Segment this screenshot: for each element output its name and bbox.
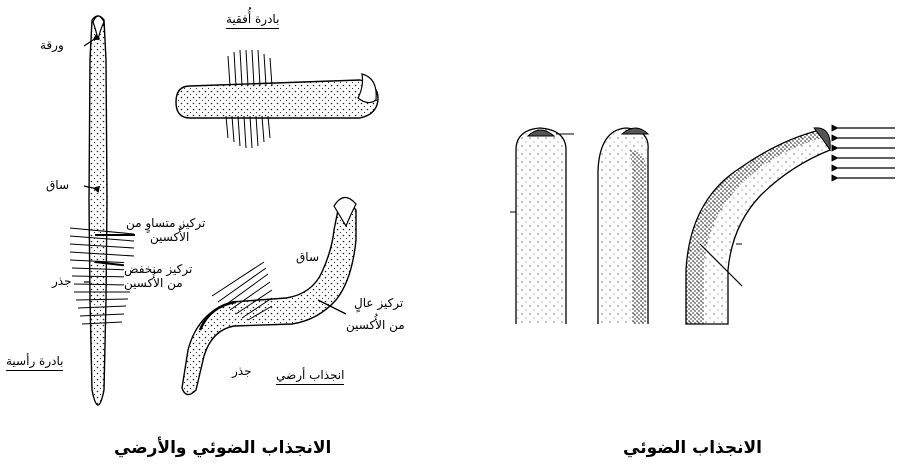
shoot-2-shaded-side [630, 150, 646, 324]
high-auxin-label-line2: من الأُكسين [346, 318, 405, 332]
geotropism-stem-label: ساق [296, 250, 319, 264]
vertical-seedling-title: بادرة رأسية [6, 354, 63, 371]
root-label: جذر [52, 274, 72, 288]
geotropism-root-label: جذر [232, 364, 252, 378]
equal-auxin-label-line1: تركيز متساوٍ من [126, 216, 205, 230]
high-auxin-label-line1: تركيز عالٍ [354, 296, 403, 310]
geotropism-seedling [182, 197, 356, 394]
equal-auxin-label-line2: الأُكسين [150, 230, 189, 244]
light-arrows [838, 128, 895, 178]
stem-label: ساق [46, 178, 69, 192]
low-auxin-label-line2: من الأُكسين [124, 276, 183, 290]
vertical-seedling [70, 16, 135, 405]
vertical-seedling-body [89, 16, 107, 405]
shoot-1 [516, 128, 566, 324]
right-figure-caption: الانجذاب الضوئي [623, 438, 762, 458]
horizontal-seedling-body [176, 80, 378, 118]
horizontal-seedling [176, 50, 378, 148]
left-figure-caption: الانجذاب الضوئي والأرضي [114, 438, 331, 458]
phototropism-figure [510, 128, 895, 324]
low-auxin-label-line1: تركيز منخفض [124, 262, 192, 276]
leaf-label: ورقة [40, 38, 64, 52]
geotropism-seedling-title: انجذاب أرضي [276, 368, 344, 385]
horizontal-seedling-title: بادرة أُفقية [226, 12, 279, 29]
geotropism-seedling-body [182, 204, 356, 395]
